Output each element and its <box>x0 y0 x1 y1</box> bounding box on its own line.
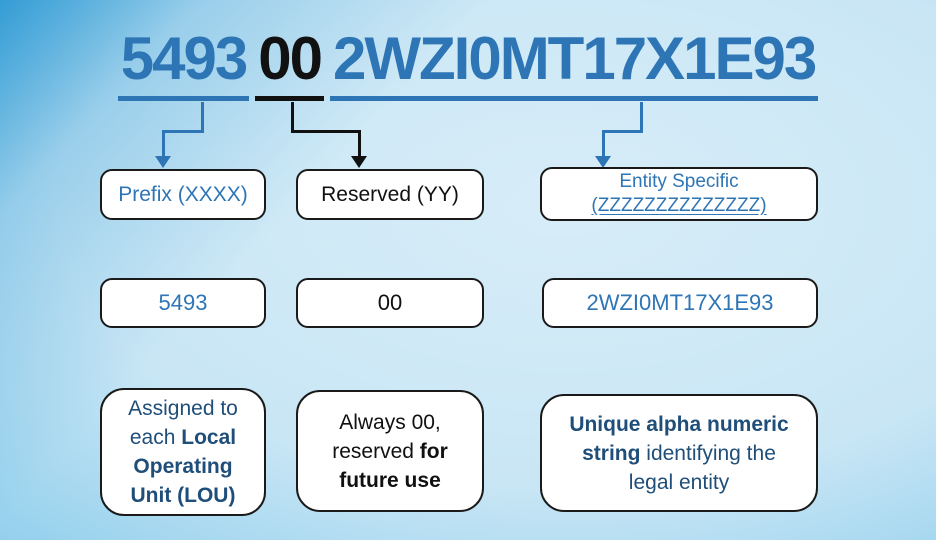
arrow-down-icon <box>351 156 367 168</box>
reserved-label-box: Reserved (YY) <box>296 169 484 220</box>
entity-label-box: Entity Specific(ZZZZZZZZZZZZZZ) <box>540 167 818 221</box>
lei-entity-segment: 2WZI0MT17X1E93 <box>330 26 819 101</box>
arrow-down-icon <box>595 156 611 168</box>
lei-prefix-segment: 5493 <box>117 26 250 101</box>
entity-connector-line <box>602 130 605 158</box>
prefix-connector-line <box>201 102 204 133</box>
prefix-label-box: Prefix (XXXX) <box>100 169 266 220</box>
prefix-value-box: 5493 <box>100 278 266 328</box>
prefix-connector-line <box>162 130 204 133</box>
reserved-connector-line <box>291 102 294 133</box>
lei-reserved-segment: 00 <box>255 26 324 101</box>
entity-connector-line <box>602 130 643 133</box>
reserved-connector-line <box>291 130 361 133</box>
arrow-down-icon <box>155 156 171 168</box>
entity-value-box: 2WZI0MT17X1E93 <box>542 278 818 328</box>
reserved-value-box: 00 <box>296 278 484 328</box>
reserved-connector-line <box>358 130 361 158</box>
prefix-connector-line <box>162 130 165 158</box>
entity-connector-line <box>640 102 643 133</box>
